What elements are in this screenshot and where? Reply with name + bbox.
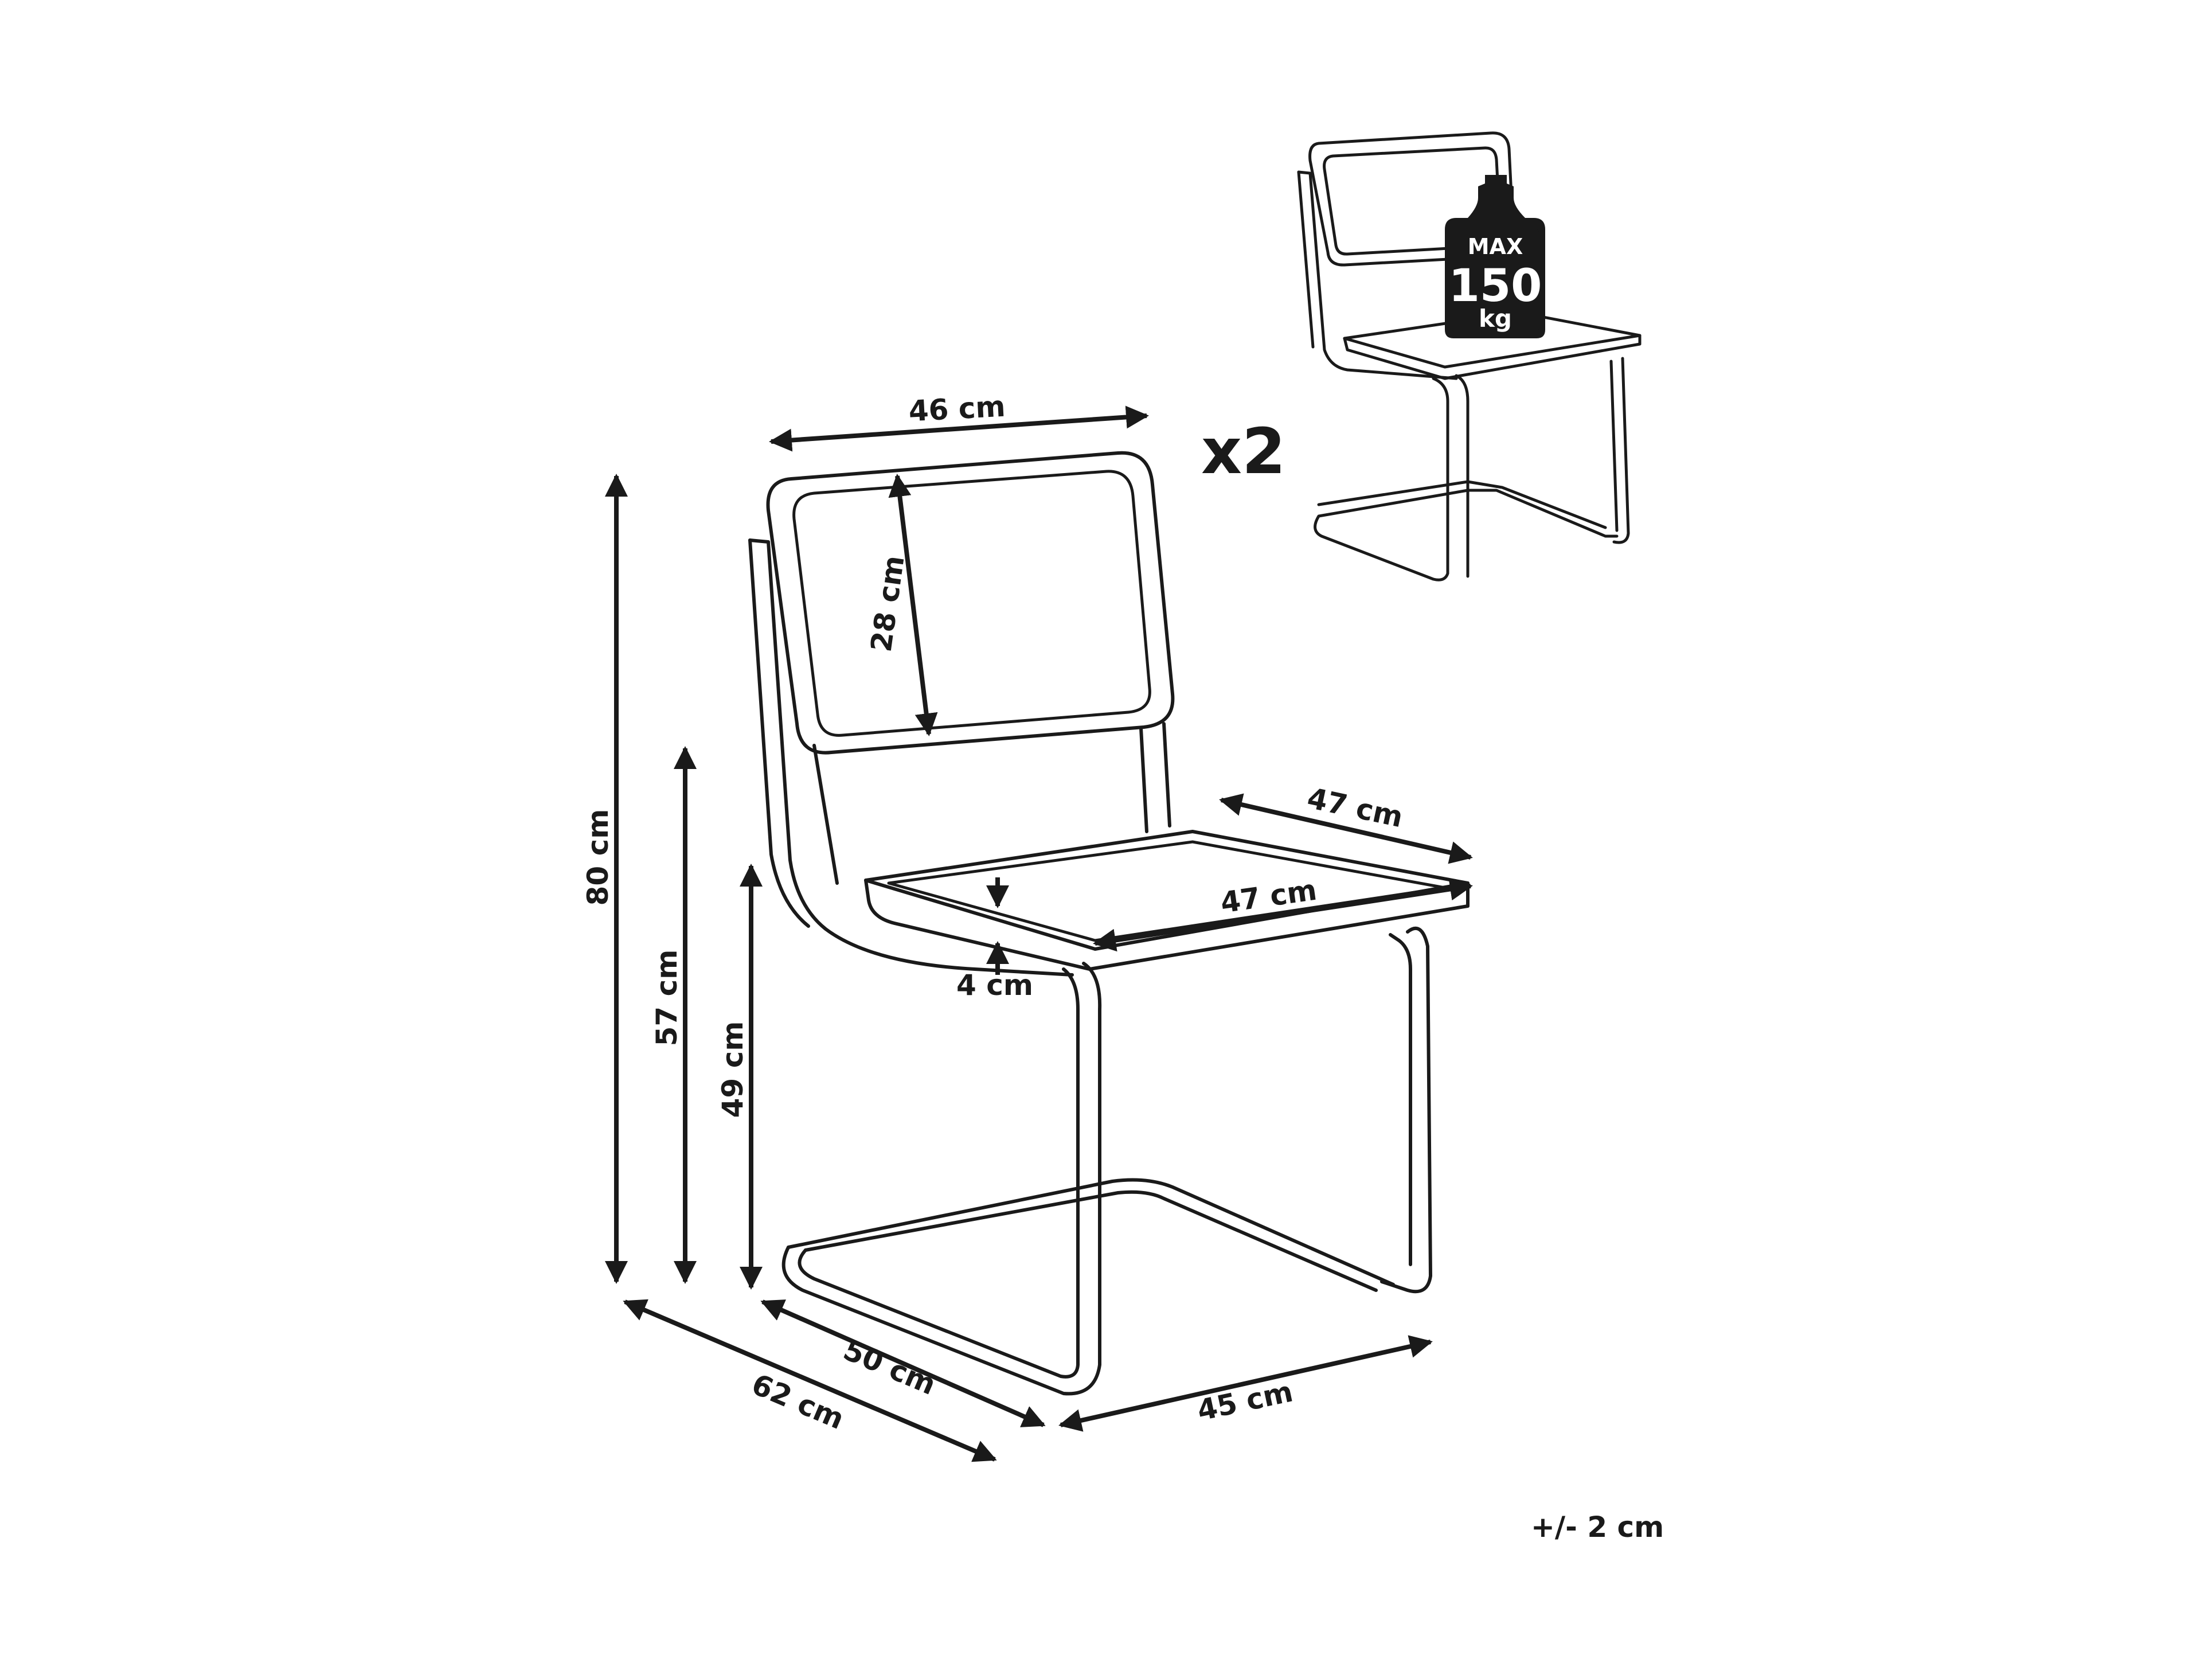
backrest-panel [792,470,1151,737]
seat-height-label: 49 cm [716,1021,749,1118]
backrest-frame [766,451,1175,755]
seat-depth-label: 47 cm [1304,781,1406,834]
seat-width-arrow [1093,877,1473,952]
backrest-height-label: 28 cm [865,553,911,654]
dimension-lines [605,405,1473,1462]
back-width-label: 46 cm [908,390,1006,428]
quantity-label: x2 [1201,415,1286,488]
base-depth-inner-arrow [760,1299,1046,1427]
back-top-height-label: 57 cm [650,950,683,1047]
seat-thickness-label: 4 cm [956,969,1033,1002]
load-chair-drawing [1297,131,1642,581]
back-width-arrow [769,405,1149,452]
max-label: MAX [1468,234,1523,259]
front-tube [798,967,1080,1379]
base-width-arrow [1058,1335,1433,1432]
tolerance-label: +/- 2 cm [1531,1510,1664,1544]
base-depth-inner-label: 50 cm [839,1333,941,1402]
backrest-height-arrow [888,474,938,736]
seat-depth-arrow [1219,793,1473,864]
total-height-label: 80 cm [581,809,615,906]
weight-unit: kg [1479,305,1512,333]
rear-tube [748,538,1074,977]
main-chair-drawing [748,451,1470,1396]
weight-value: 150 [1449,260,1542,312]
weight-icon [1445,175,1545,338]
